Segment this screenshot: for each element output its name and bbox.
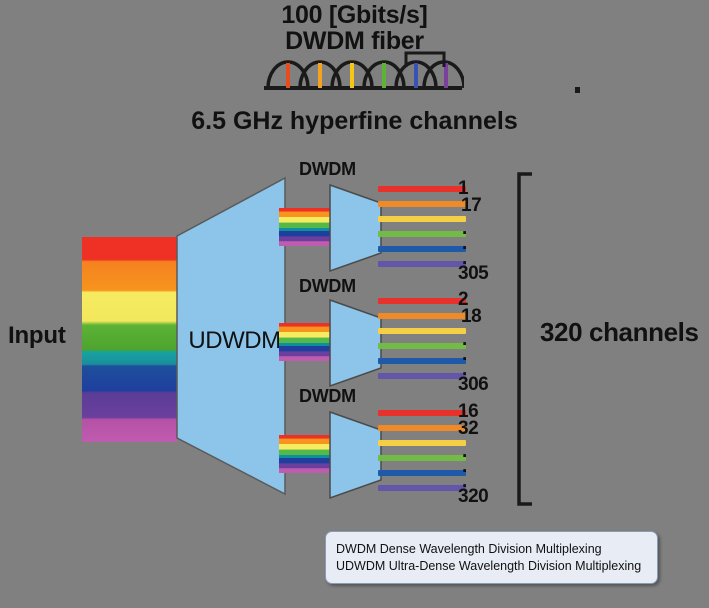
- udwdm-output-strip-3: [279, 435, 331, 473]
- channel-dot-1b: .: [462, 233, 468, 254]
- spectrum-arches: [264, 60, 464, 90]
- channel-last-3: 320: [458, 486, 489, 507]
- channel-dot-2c: .: [462, 359, 468, 380]
- dwdm-label-3: DWDM: [299, 386, 356, 406]
- channel-first-2: 2: [458, 289, 469, 310]
- output-bar-row: [378, 261, 466, 276]
- output-channel-bar: [378, 298, 466, 304]
- stray-mark: [575, 87, 580, 93]
- channel-dot-3c: .: [462, 471, 468, 492]
- output-bar-row: [378, 410, 466, 425]
- output-channel-bar: [378, 231, 466, 237]
- output-bar-row: [378, 298, 466, 313]
- input-spectrum-block: [82, 237, 177, 442]
- output-bar-row: [378, 440, 466, 455]
- title-dwdm-fiber: DWDM fiber: [285, 27, 424, 55]
- channel-dot-3a: .: [462, 441, 468, 462]
- output-channel-bar: [378, 425, 466, 431]
- legend-box: DWDM Dense Wavelength Division Multiplex…: [325, 531, 658, 584]
- output-channel-bar: [378, 470, 466, 476]
- output-bar-row: [378, 313, 466, 328]
- udwdm-demultiplexer[interactable]: [175, 176, 287, 496]
- output-bars-group-1: [378, 186, 466, 276]
- output-bar-row: [378, 343, 466, 358]
- udwdm-output-strip-2: [279, 323, 331, 361]
- output-bar-row: [378, 216, 466, 231]
- channel-first-1: 1: [458, 178, 469, 199]
- output-channel-bar: [378, 261, 466, 267]
- channel-second-3: 32: [458, 418, 479, 439]
- output-bar-row: [378, 358, 466, 373]
- output-channel-bar: [378, 201, 466, 207]
- output-channel-bar: [378, 328, 466, 334]
- output-bar-row: [378, 470, 466, 485]
- output-channel-bar: [378, 246, 466, 252]
- arch-span-bracket: [404, 51, 446, 67]
- channel-last-2: 306: [458, 374, 489, 395]
- channel-dot-1c: .: [462, 248, 468, 269]
- dwdm-label-1: DWDM: [299, 159, 356, 179]
- output-bar-row: [378, 485, 466, 500]
- channel-dot-2b: .: [462, 344, 468, 365]
- legend-udwdm-definition: UDWDM Ultra-Dense Wavelength Division Mu…: [336, 559, 642, 573]
- dwdm-demultiplexer-3[interactable]: [328, 410, 383, 500]
- output-bar-row: [378, 425, 466, 440]
- total-channels-label: 320 channels: [540, 317, 699, 347]
- output-channel-bar: [378, 186, 466, 192]
- output-channel-bar: [378, 440, 466, 446]
- channel-second-2: 18: [461, 306, 482, 327]
- output-bars-group-2: [378, 298, 466, 388]
- output-bar-row: [378, 373, 466, 388]
- channel-dot-1a: .: [462, 218, 468, 239]
- output-bars-group-3: [378, 410, 466, 500]
- output-channel-bar: [378, 455, 466, 461]
- channel-dot-3b: .: [462, 456, 468, 477]
- output-channel-bar: [378, 343, 466, 349]
- output-channel-bar: [378, 313, 466, 319]
- title-hyperfine-channels: 6.5 GHz hyperfine channels: [191, 107, 518, 135]
- udwdm-output-strip-1: [279, 208, 331, 246]
- output-channel-bar: [378, 373, 466, 379]
- output-bar-row: [378, 231, 466, 246]
- output-bar-row: [378, 455, 466, 470]
- dwdm-label-2: DWDM: [299, 276, 356, 296]
- channel-first-3: 16: [458, 401, 479, 422]
- output-bar-row: [378, 201, 466, 216]
- channel-second-1: 17: [461, 195, 482, 216]
- output-channel-bar: [378, 216, 466, 222]
- udwdm-label: UDWDM: [188, 327, 281, 354]
- channel-dot-2a: .: [462, 329, 468, 350]
- dwdm-demultiplexer-1[interactable]: [328, 183, 383, 273]
- title-bitrate: 100 [Gbits/s]: [281, 1, 428, 29]
- output-bar-row: [378, 328, 466, 343]
- input-label: Input: [8, 322, 66, 349]
- output-channel-bar: [378, 410, 466, 416]
- legend-dwdm-definition: DWDM Dense Wavelength Division Multiplex…: [336, 542, 602, 556]
- output-bar-row: [378, 246, 466, 261]
- output-channel-bar: [378, 485, 466, 491]
- dwdm-demultiplexer-2[interactable]: [328, 298, 383, 388]
- channel-last-1: 305: [458, 263, 489, 284]
- total-channels-bracket: [517, 172, 532, 506]
- output-bar-row: [378, 186, 466, 201]
- output-channel-bar: [378, 358, 466, 364]
